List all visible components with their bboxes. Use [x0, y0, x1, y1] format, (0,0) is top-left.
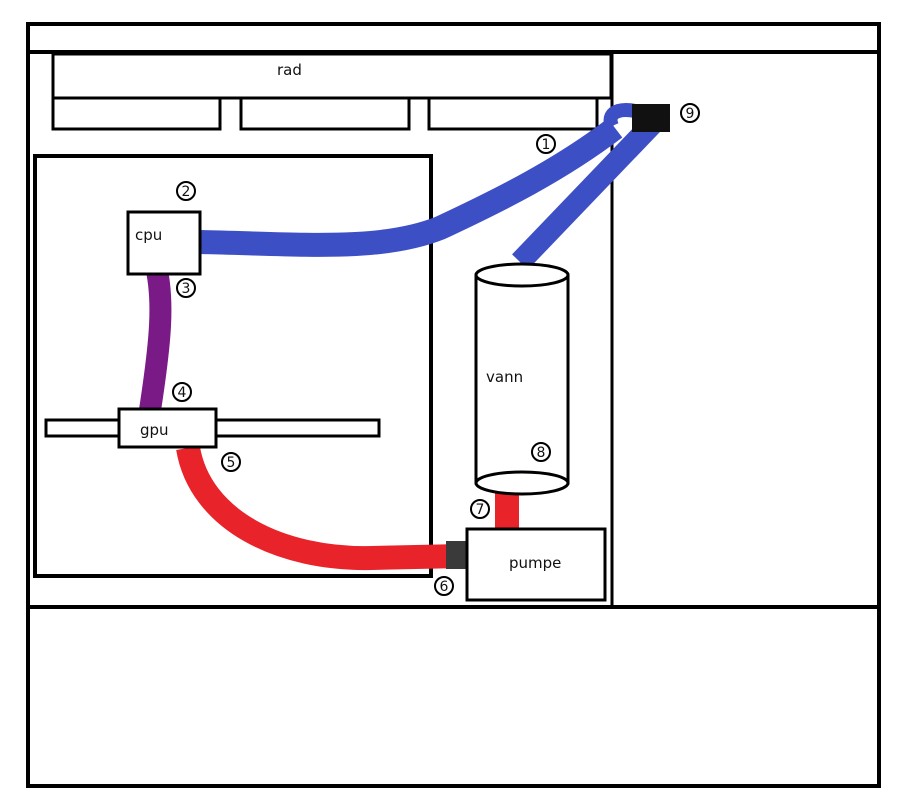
gpu-block: [117, 407, 218, 449]
marker-label-3: 3: [182, 281, 191, 297]
radiator-fan-2: [239, 96, 411, 131]
cpu-label: cpu: [135, 226, 162, 244]
tube-cpu-to-radiator: [199, 118, 623, 257]
marker-label-9: 9: [686, 106, 695, 122]
reservoir-top: [474, 262, 570, 288]
radiator-fitting: [632, 104, 670, 132]
marker-circle-9: [680, 103, 700, 123]
marker-label-1: 1: [542, 137, 551, 153]
pumpe-label: pumpe: [509, 554, 561, 572]
pump-fitting: [446, 541, 466, 569]
cpu-block-bg: [130, 214, 176, 258]
tube-gpu-to-pump: [176, 445, 463, 571]
marker-circle-2: [176, 181, 196, 201]
marker-label-5: 5: [227, 455, 236, 471]
radiator: [51, 52, 613, 100]
gpu-label: gpu: [140, 421, 169, 439]
marker-label-7: 7: [476, 502, 485, 518]
marker-circle-6: [434, 576, 454, 596]
vann-label: vann: [486, 368, 523, 386]
marker-circle-4: [172, 382, 192, 402]
marker-label-4: 4: [178, 385, 187, 401]
marker-circle-8: [531, 442, 551, 462]
marker-label-6: 6: [440, 579, 449, 595]
pump: [465, 527, 607, 602]
marker-circle-7: [470, 499, 490, 519]
tube-cpu-to-gpu: [139, 259, 172, 412]
rad-label: rad: [277, 61, 302, 79]
marker-circle-5: [221, 452, 241, 472]
radiator-fan-3: [427, 96, 599, 131]
marker-label-2: 2: [182, 184, 191, 200]
reservoir-bottom: [474, 470, 570, 496]
radiator-fan-1: [51, 96, 222, 131]
marker-circle-1: [536, 134, 556, 154]
tube-radiator-to-reservoir: [512, 108, 668, 270]
marker-label-8: 8: [537, 445, 546, 461]
reservoir-body: [474, 273, 570, 485]
marker-circle-3: [176, 278, 196, 298]
